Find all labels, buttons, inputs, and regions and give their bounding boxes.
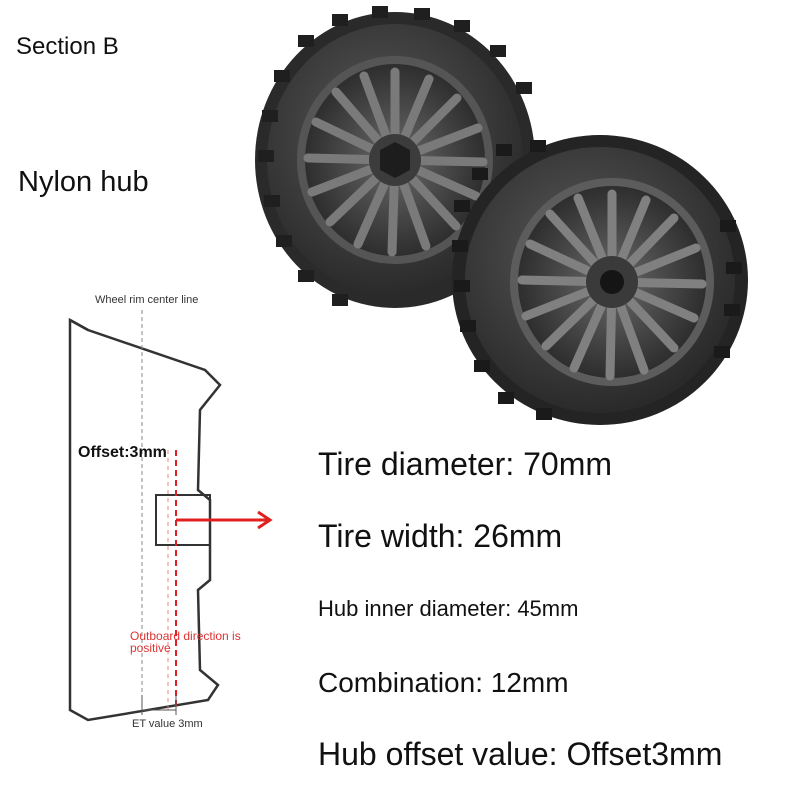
outboard-label: Outboard direction is positive [130, 629, 241, 655]
spec-tire-diameter: Tire diameter: 70mm [318, 446, 612, 482]
rear-wheel [255, 6, 535, 308]
spec-hub-inner-diameter: Hub inner diameter: 45mm [318, 596, 579, 621]
spec-tire-width: Tire width: 26mm [318, 518, 563, 554]
wheel-photo [255, 6, 748, 425]
spec-hub-offset: Hub offset value: Offset3mm [318, 736, 723, 772]
et-label: ET value 3mm [132, 718, 203, 730]
section-label: Section B [16, 33, 119, 60]
product-title: Nylon hub [18, 166, 149, 198]
centerline-label: Wheel rim center line [95, 294, 199, 306]
offset-label: Offset:3mm [78, 444, 167, 461]
spec-combination: Combination: 12mm [318, 667, 569, 698]
rim-offset-diagram [68, 310, 273, 722]
front-wheel [452, 135, 748, 425]
